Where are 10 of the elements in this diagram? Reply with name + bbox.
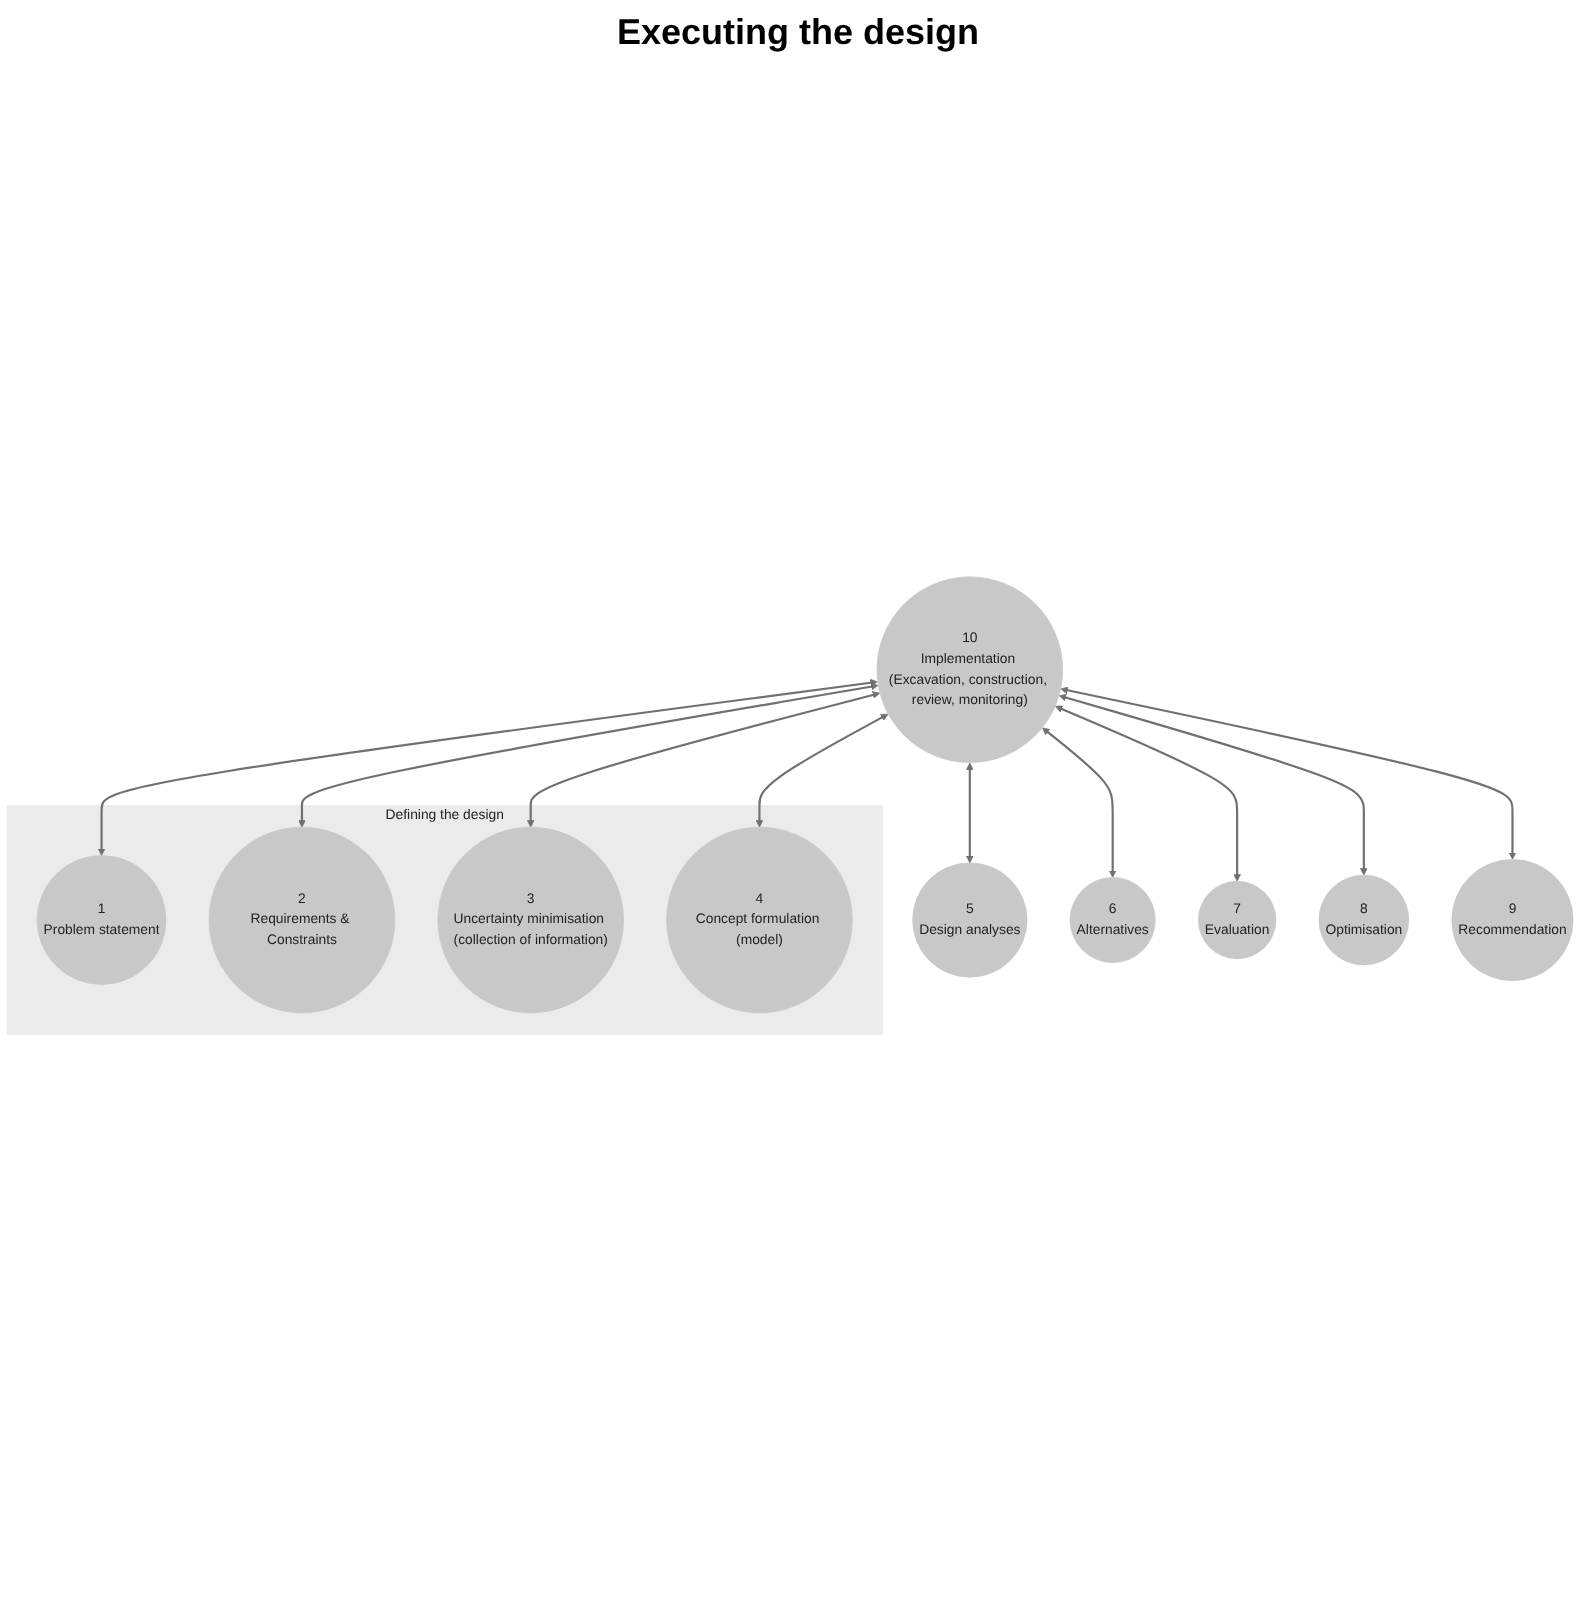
arrow [1058,694,1368,876]
arrow [526,691,881,828]
section-label: Executing the design [614,12,982,54]
arrow [755,714,889,828]
arrow [1042,727,1117,879]
arrow [1060,686,1517,861]
arrow [1055,705,1241,882]
arrow [97,679,878,857]
arrow [966,762,974,864]
arrow [298,683,879,828]
